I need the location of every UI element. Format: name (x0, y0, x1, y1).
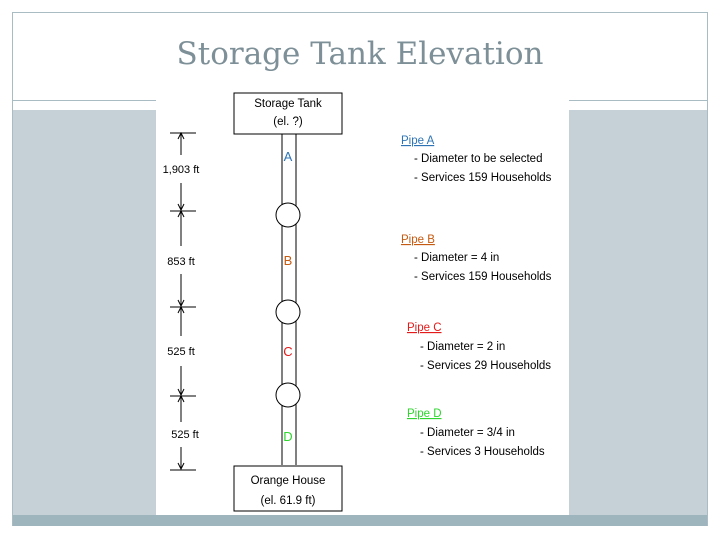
junction-node-bc (275, 299, 301, 325)
tank-name: Storage Tank (254, 98, 322, 110)
pipe-letter-c: C (283, 344, 292, 359)
house-name: Orange House (251, 475, 326, 487)
pipe-d-detail-2: - Services 3 Households (420, 446, 545, 458)
junction-node-cd (275, 382, 301, 408)
length-label-a: 1,903 ft (163, 164, 200, 176)
pipe-letter-d: D (283, 429, 292, 444)
pipe-network-diagram: Storage Tank (el. ?) Orange House (el. 6… (163, 92, 552, 512)
pipe-d-description: Pipe D - Diameter = 3/4 in - Services 3 … (407, 408, 545, 458)
pipe-d-detail-1: - Diameter = 3/4 in (420, 427, 515, 439)
pipe-c-detail-1: - Diameter = 2 in (420, 341, 505, 353)
length-label-b: 853 ft (167, 256, 195, 268)
house-elevation: (el. 61.9 ft) (261, 495, 316, 507)
pipe-d-title: Pipe D (407, 408, 442, 420)
length-label-d: 525 ft (171, 429, 199, 441)
orange-house-box: Orange House (el. 61.9 ft) (233, 465, 343, 512)
tank-elevation: (el. ?) (273, 116, 303, 128)
pipe-letter-a: A (284, 149, 293, 164)
pipe-c-detail-2: - Services 29 Households (420, 360, 551, 372)
pipe-c-title: Pipe C (407, 322, 442, 334)
pipe-b-description: Pipe B - Diameter = 4 in - Services 159 … (401, 234, 552, 283)
pipe-a-title: Pipe A (401, 135, 435, 147)
junction-node-ab (275, 202, 301, 228)
slide-title: Storage Tank Elevation (176, 36, 544, 72)
storage-tank-box: Storage Tank (el. ?) (233, 92, 343, 135)
dimension-lines (170, 131, 196, 471)
pipe-letter-b: B (284, 253, 293, 268)
pipe-c-description: Pipe C - Diameter = 2 in - Services 29 H… (407, 322, 551, 372)
diagram-panel: Storage Tank (el. ?) Orange House (el. 6… (156, 91, 569, 515)
pipe-a-detail-2: - Services 159 Households (414, 172, 552, 184)
pipe-b-detail-1: - Diameter = 4 in (414, 252, 499, 264)
bottom-bar (13, 515, 707, 526)
length-label-c: 525 ft (167, 346, 195, 358)
pipe-a-detail-1: - Diameter to be selected (414, 153, 542, 165)
pipe-b-title: Pipe B (401, 234, 435, 246)
pipe-a-description: Pipe A - Diameter to be selected - Servi… (401, 135, 552, 184)
pipe-b-detail-2: - Services 159 Households (414, 271, 552, 283)
